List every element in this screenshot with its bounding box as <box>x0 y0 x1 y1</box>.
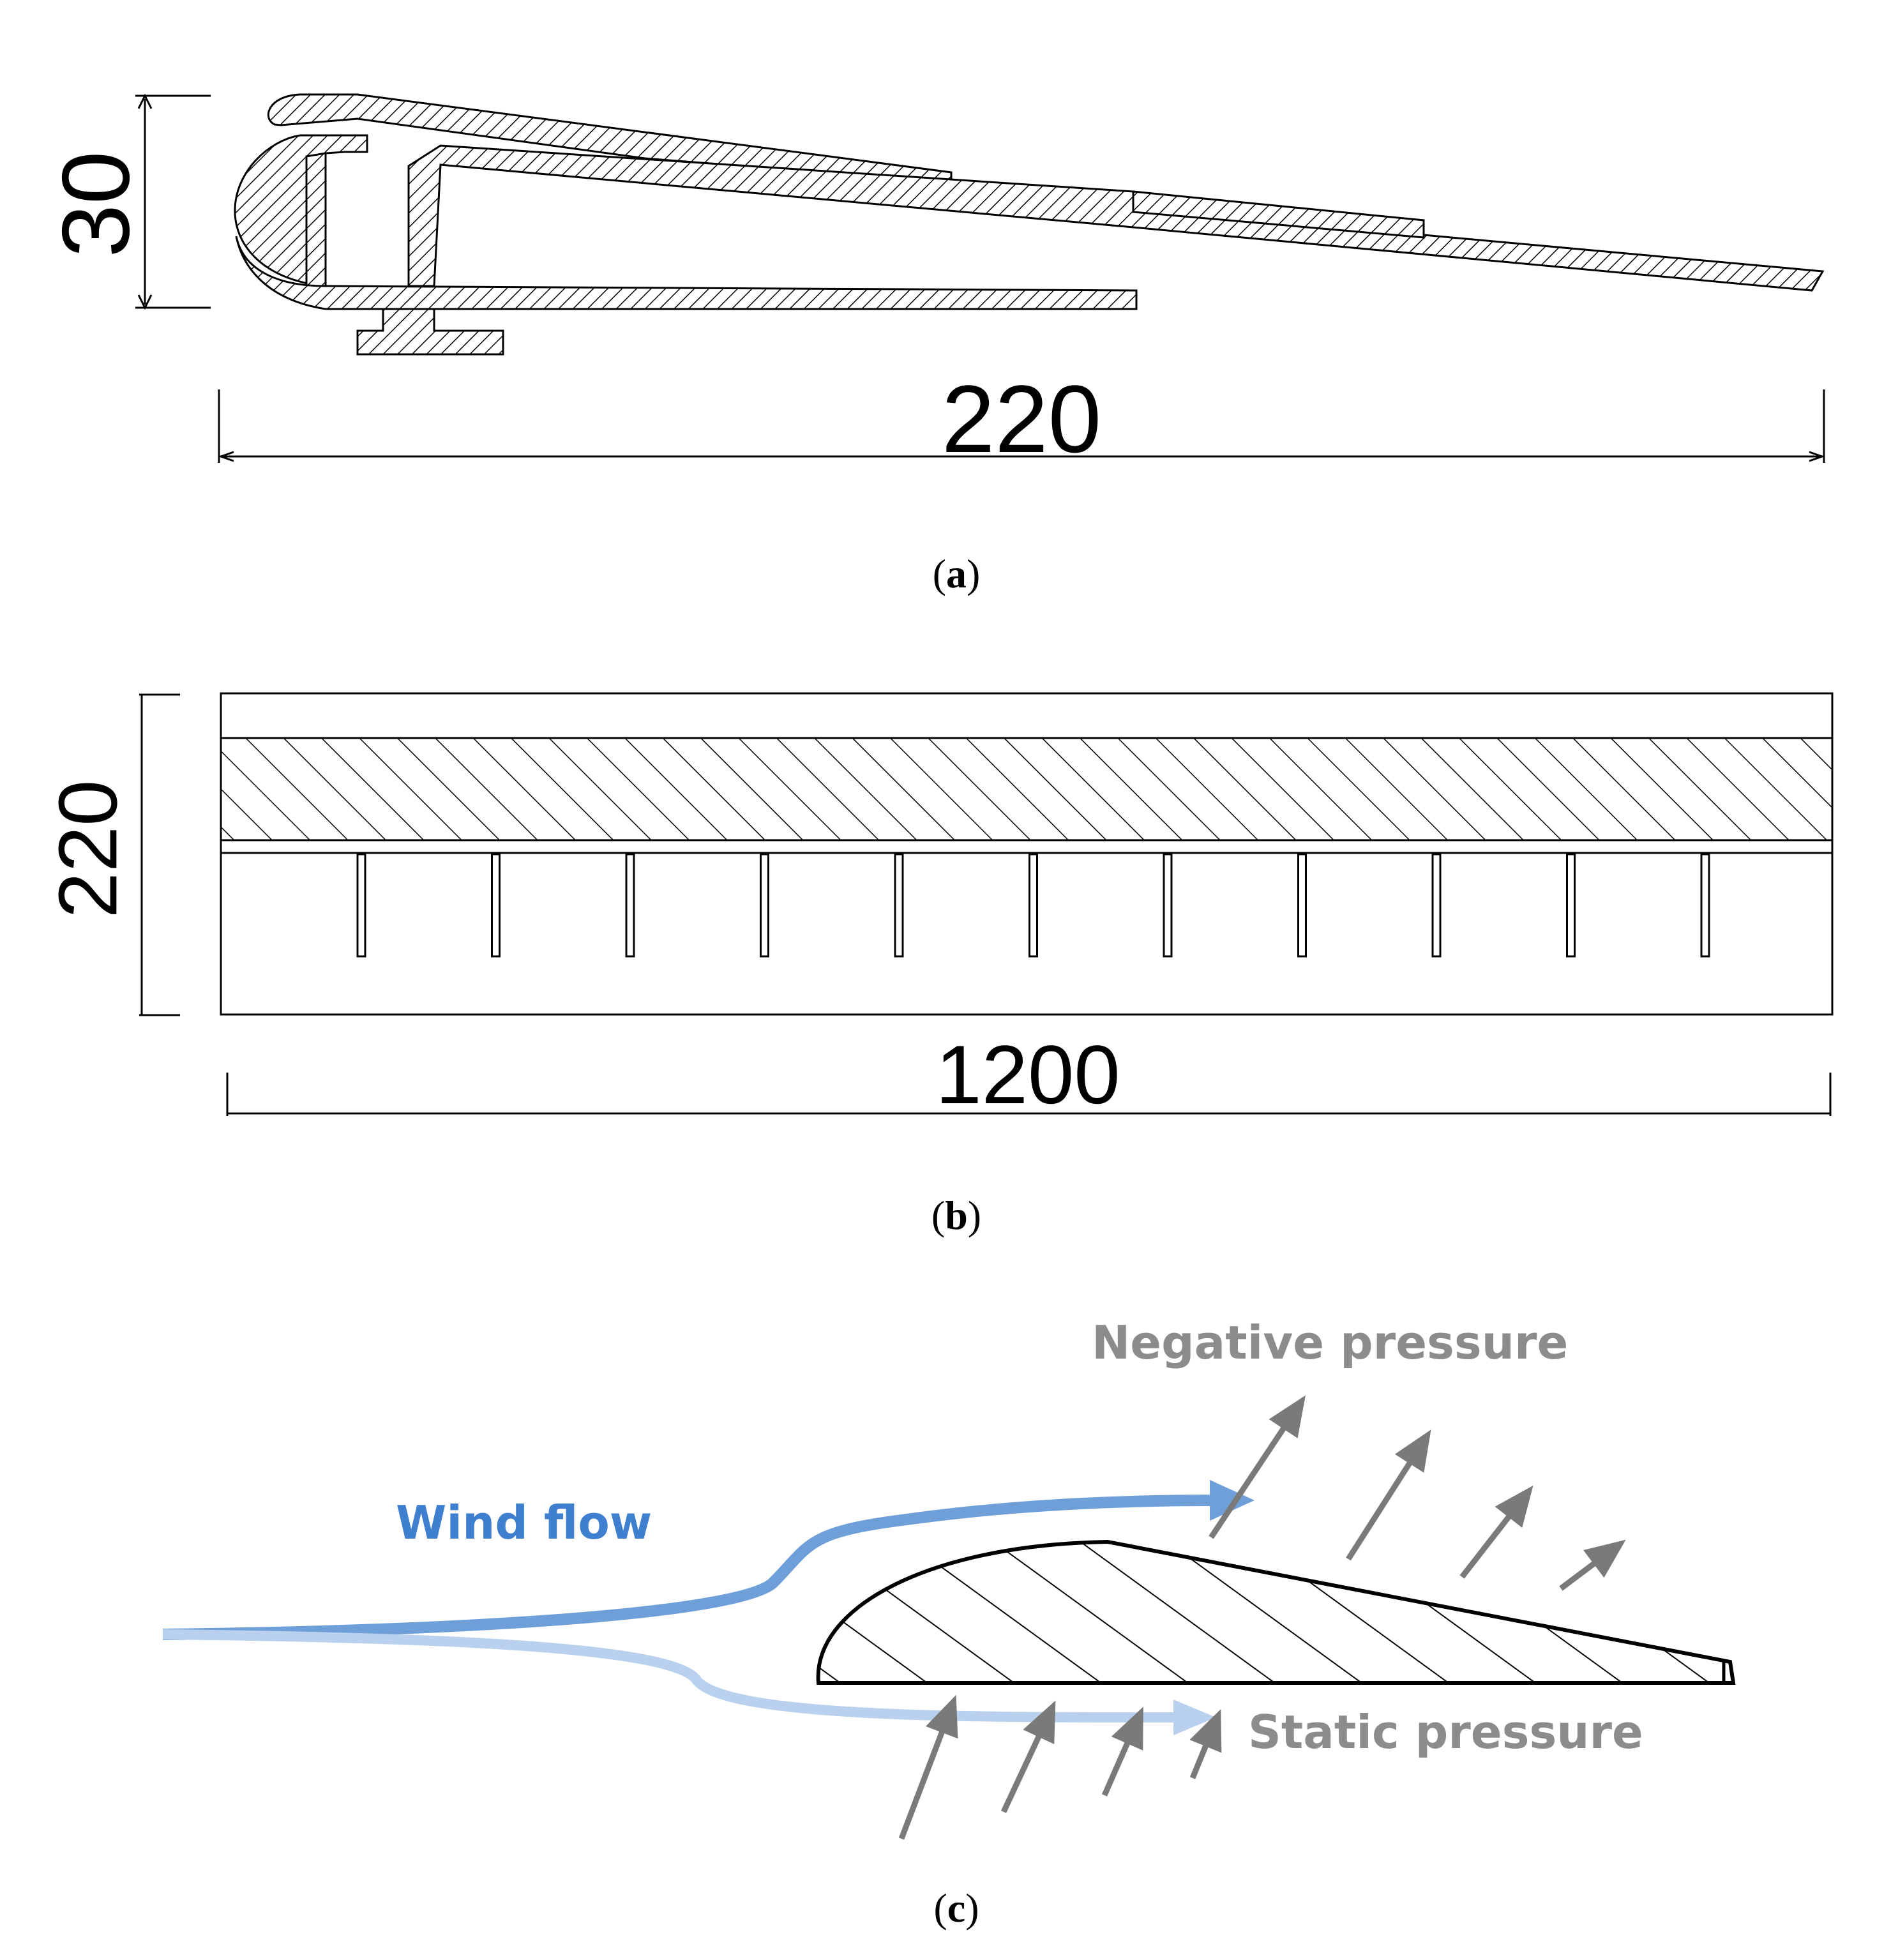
static-pressure-label: Static pressure <box>1248 1705 1643 1759</box>
negative-pressure-arrows <box>1209 1395 1626 1591</box>
panel-a-width-dimension: 220 <box>218 365 1825 472</box>
panel-a-profile <box>234 93 1825 356</box>
slat <box>625 853 635 958</box>
slat <box>1028 853 1038 958</box>
main-wedge <box>407 144 1825 292</box>
wind-flow-upper <box>162 1495 1214 1640</box>
static-pressure-arrows <box>898 1694 1222 1840</box>
negative-pressure-label: Negative pressure <box>1092 1316 1568 1369</box>
slat <box>894 853 904 958</box>
slat <box>1297 853 1307 958</box>
wind-flow-label: Wind flow <box>396 1496 652 1549</box>
left-web <box>305 152 327 287</box>
wind-flow-upper-arrowhead <box>1210 1480 1254 1521</box>
panel-b-width-dimension: 1200 <box>226 1028 1832 1121</box>
panel-b: 220 1200 (b) <box>41 692 1834 1238</box>
wind-flow-lower <box>162 1629 1175 1723</box>
slat <box>1163 853 1173 958</box>
panel-b-caption: (b) <box>931 1193 981 1238</box>
panel-b-slats <box>356 853 1710 958</box>
slat <box>491 853 501 958</box>
slat <box>356 853 366 958</box>
wedge-strip <box>1132 190 1425 239</box>
panel-a-height-label: 30 <box>42 151 149 258</box>
panel-a-height-dimension: 30 <box>42 93 211 310</box>
panel-c: Wind flow Negative pressure Static press… <box>162 1316 1736 1931</box>
panel-c-caption: (c) <box>933 1885 979 1931</box>
slat <box>1700 853 1710 958</box>
foot-tee <box>356 308 504 356</box>
slat <box>1566 853 1576 958</box>
slat <box>760 853 769 958</box>
panel-b-hatched-band <box>220 737 1834 841</box>
panel-b-width-label: 1200 <box>935 1028 1120 1121</box>
bottom-flange <box>235 236 1138 330</box>
slat <box>1431 853 1442 958</box>
panel-a-width-label: 220 <box>942 365 1101 472</box>
panel-b-height-label: 220 <box>41 780 134 919</box>
wind-flow-lines <box>162 1480 1254 1735</box>
panel-a: 30 220 (a) <box>42 93 1825 596</box>
panel-a-caption: (a) <box>933 551 981 596</box>
rounded-nose <box>234 134 368 287</box>
airfoil-shape <box>816 1539 1736 1685</box>
panel-b-height-dimension: 220 <box>41 693 180 1016</box>
